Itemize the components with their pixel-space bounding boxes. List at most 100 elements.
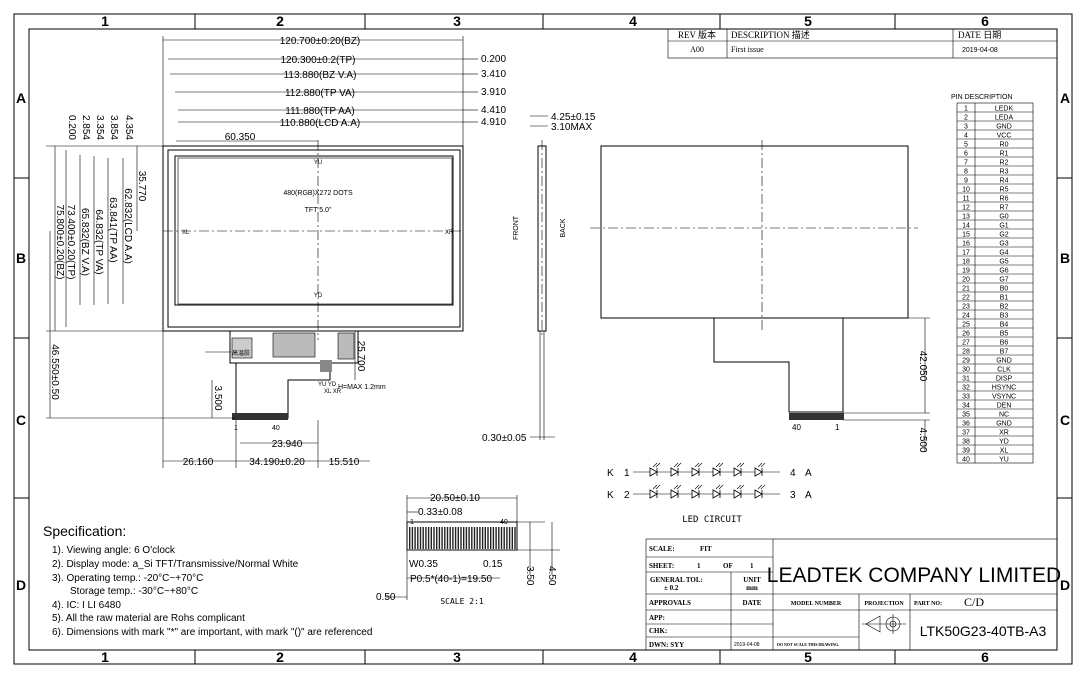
conn-width: W0.35	[409, 559, 438, 570]
dim-tp-width: 120.300±0.2(TP)	[281, 55, 356, 66]
connector-pin	[476, 527, 478, 549]
xlxr-label: XL XR	[324, 389, 342, 395]
dim-edge-3: 3.854	[108, 115, 119, 140]
col-label: 3	[453, 649, 461, 665]
dim-offset-3: 3.910	[481, 87, 506, 98]
led-k2-num: 2	[624, 490, 630, 501]
dim-offset-5: 4.910	[481, 117, 506, 128]
dim-tp-va-height: 64.832(TP VA)	[93, 209, 104, 274]
pin-number: 21	[962, 285, 970, 292]
connector-pin	[506, 527, 508, 549]
pin-signal: VSYNC	[992, 393, 1016, 400]
connector-pin	[473, 527, 476, 549]
connector-pin	[479, 527, 481, 549]
connector-pin	[436, 527, 438, 549]
of-label: OF	[723, 562, 733, 570]
spec-title: Specification:	[43, 523, 126, 539]
dim-bz-va-height: 65.832(BZ V.A)	[79, 208, 90, 276]
row-label: C	[1060, 412, 1070, 428]
connector-pin	[438, 527, 441, 549]
description-header: DESCRIPTION 描述	[731, 29, 810, 40]
row-label: C	[16, 412, 26, 428]
pin-signal: B4	[1000, 321, 1009, 328]
led-diode-icon	[754, 462, 766, 477]
connector-pin	[446, 527, 449, 549]
connector-pin	[490, 527, 492, 549]
pin-signal: R5	[1000, 186, 1009, 193]
pin-number: 22	[962, 294, 970, 301]
connector-pin	[481, 527, 484, 549]
led-k2: K	[607, 490, 614, 501]
pin-number: 6	[964, 150, 968, 157]
conn-height: 3.50	[524, 566, 535, 586]
dim-fpc-right: 15.510	[329, 457, 360, 468]
mark-label: 高温胶	[232, 349, 250, 357]
connector-pin	[465, 527, 468, 549]
dim-fpc-width: 23.940	[272, 439, 303, 450]
back-view: 40 1 42.050 4.500	[590, 140, 930, 453]
scale-value: FIT	[700, 545, 712, 553]
back-pin1: 1	[835, 423, 840, 432]
connector-pin	[457, 527, 459, 549]
no-scale-note: DO NOT SCALE THIS DRAWING.	[777, 642, 839, 647]
dim-tp-va: 112.880(TP VA)	[285, 88, 355, 99]
pin-signal: B0	[1000, 285, 1009, 292]
pin-number: 8	[964, 168, 968, 175]
led-diode-icon	[712, 462, 724, 477]
led-diode-icon	[649, 484, 661, 499]
pin-number: 17	[962, 249, 970, 256]
connector-pin	[452, 527, 454, 549]
pin-number: 20	[962, 276, 970, 283]
connector-pin	[409, 527, 411, 549]
pin-signal: R1	[1000, 150, 1009, 157]
pin-number: 15	[962, 231, 970, 238]
pin-signal: G0	[999, 213, 1008, 220]
revision-block: REV 版本 DESCRIPTION 描述 DATE 日期 A00 First …	[667, 28, 1058, 59]
pin-signal: GND	[996, 123, 1012, 130]
connector-pin	[471, 527, 473, 549]
dim-tp-aa-height: 63.841(TP AA)	[107, 197, 118, 262]
led-circuit: K 1 4 A K 2 3 A LED CIRCUIT	[607, 462, 812, 525]
pin-signal: R7	[1000, 204, 1009, 211]
pin-number: 37	[962, 429, 970, 436]
scale-label: SCALE:	[649, 545, 675, 553]
part-no-label: PART NO:	[914, 601, 942, 607]
dim-fpc-left: 26.160	[183, 457, 214, 468]
connector-pin	[500, 527, 503, 549]
pin-signal: G2	[999, 231, 1008, 238]
pin-signal: CLK	[997, 366, 1011, 373]
dim-fpc-drop: 25.700	[355, 341, 366, 372]
pin-signal: B7	[1000, 348, 1009, 355]
title-block: SCALE: FIT SHEET: 1 OF 1 GENERAL TOL: ± …	[645, 538, 1061, 651]
unit-value: mm	[746, 584, 758, 592]
pin-number: 11	[962, 195, 969, 202]
tft-label: TFT 5.0"	[305, 207, 332, 214]
led-a4: A	[805, 468, 812, 479]
dim-bz-width: 120.700±0.20(BZ)	[280, 36, 361, 47]
xr-label: XR	[445, 230, 454, 236]
led-diode-icon	[670, 484, 682, 499]
dim-tp-aa: 111.880(TP AA)	[285, 106, 355, 117]
app-label: APP:	[649, 614, 665, 622]
date-label: DATE	[743, 599, 762, 607]
dim-offset-1: 0.200	[481, 54, 506, 65]
of-value: 1	[750, 562, 754, 570]
spec-item: 6). Dimensions with mark "*" are importa…	[52, 627, 372, 638]
led-diode-icon	[733, 484, 745, 499]
pin-number: 3	[964, 123, 968, 130]
pin-number: 34	[962, 402, 970, 409]
date-value: 2019-04-08	[962, 47, 998, 54]
spec-item: 1). Viewing angle: 6 O'clock	[52, 545, 176, 556]
pin-signal: LEDK	[995, 105, 1014, 112]
led-a3-num: 3	[790, 490, 796, 501]
pin-number: 23	[962, 303, 970, 310]
pin-signal: XR	[999, 429, 1009, 436]
pin-number: 12	[962, 204, 970, 211]
side-view: 4.25±0.15 3.10MAX 0.30±0.05 FRONT BACK	[482, 112, 596, 444]
pin-number: 18	[962, 258, 970, 265]
approvals-label: APPROVALS	[649, 599, 691, 607]
pin-number: 26	[962, 330, 970, 337]
pin-signal: YD	[999, 438, 1009, 445]
sheet-label: SHEET:	[649, 562, 674, 570]
